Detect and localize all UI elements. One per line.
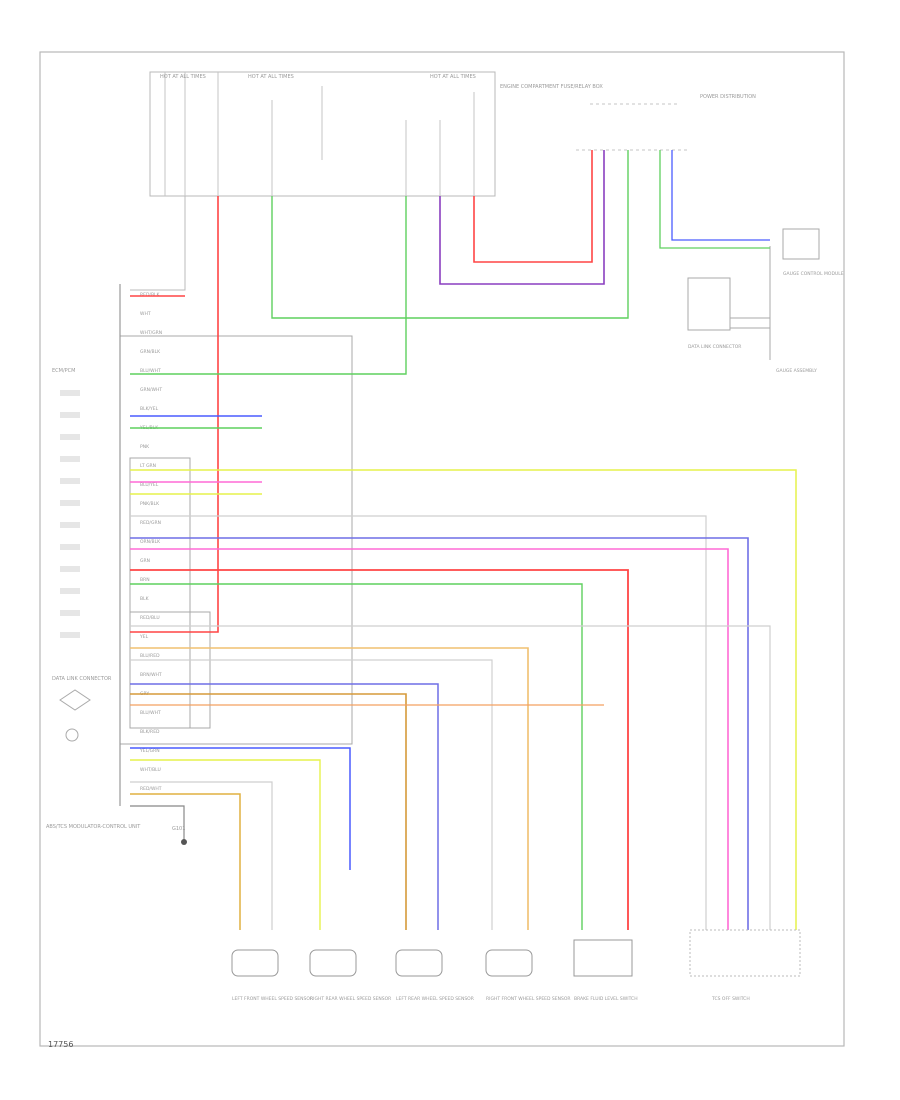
tcs-switch-label: TCS OFF SWITCH [711, 996, 750, 1002]
pin-label: BLK/YEL [140, 406, 159, 412]
module-b-label: DATA LINK CONNECTOR [688, 344, 741, 350]
pin-label: ORN/BLK [140, 539, 161, 545]
left-symbols [59, 390, 91, 742]
abs-module: ABS/TCS MODULATOR-CONTROL UNIT ECM/PCM D… [46, 284, 353, 832]
pin-label: YEL [139, 634, 149, 640]
module-box-b [687, 277, 731, 331]
module-a-label: GAUGE CONTROL MODULE [783, 271, 844, 277]
pin-label: PNK/BLK [140, 501, 160, 507]
pin-label: BLK [140, 596, 150, 602]
ground-symbol [181, 839, 187, 845]
pin-label: RED/BLU [140, 615, 160, 621]
tcs-switch-body [689, 929, 801, 977]
wire-blue-long [130, 537, 749, 930]
pin-label: BLK/RED [140, 729, 160, 735]
pin-label: BLU/YEL [140, 482, 159, 488]
wire-pink-long [130, 548, 729, 930]
fuse-hot-label-1: HOT AT ALL TIMES [160, 74, 206, 80]
power-distribution-title: POWER DISTRIBUTION [700, 94, 756, 100]
sensor-lr-label: LEFT REAR WHEEL SPEED SENSOR [396, 996, 474, 1002]
wire-red-power [473, 150, 593, 263]
pin-label: PNK [140, 444, 150, 450]
pin-label: GRN/BLK [140, 349, 161, 355]
module-box-a [782, 228, 820, 260]
brake-switch-body [573, 939, 633, 977]
pin-label: BLU/WHT [140, 368, 161, 374]
pin-label: RED/WHT [140, 786, 162, 792]
ecm-label: ECM/PCM [52, 368, 75, 374]
wire-gray-long-1 [130, 515, 707, 930]
fuse-box-title: ENGINE COMPARTMENT FUSE/RELAY BOX [500, 84, 603, 90]
wire-red-upper [130, 196, 186, 291]
dlc-label: DATA LINK CONNECTOR [52, 676, 112, 682]
wire-purple-power [439, 150, 605, 285]
wire-green-right-1 [659, 150, 770, 249]
pin-label: BRN [140, 577, 150, 583]
wire-green-long [130, 583, 583, 930]
wire-orange-down [130, 793, 241, 930]
figure-id: 17756 [48, 1040, 74, 1049]
ground-label: G101 [172, 826, 185, 832]
wire-orange-long [130, 647, 529, 930]
wire-green-power [271, 150, 629, 319]
wire-gray-mid [130, 659, 493, 930]
module-c-label: GAUGE ASSEMBLY [776, 368, 817, 374]
fuse-hot-label-3: HOT AT ALL TIMES [430, 74, 476, 80]
wire-ground [130, 805, 185, 840]
sensor-rf-label: RIGHT FRONT WHEEL SPEED SENSOR [486, 996, 571, 1002]
wire-blue-down [130, 747, 351, 870]
pin-label: GRN/WHT [140, 387, 162, 393]
pin-label: GRN [140, 558, 150, 564]
fuse-box-outline [149, 71, 496, 197]
sensor-rr-body [309, 949, 357, 977]
wire-yellow-long [130, 469, 797, 930]
sensor-lf-label: LEFT FRONT WHEEL SPEED SENSOR [232, 996, 313, 1002]
fuse-hot-label-2: HOT AT ALL TIMES [248, 74, 294, 80]
wire-gray-long-2 [130, 625, 771, 930]
wire-orange-2 [130, 693, 407, 930]
pin-label: WHT [140, 311, 151, 317]
power-distribution: POWER DISTRIBUTION [576, 94, 756, 151]
pin-labels: RED/BLK WHT WHT/GRN GRN/BLK BLU/WHT GRN/WHT BL… [139, 292, 162, 792]
pin-label: BRN/WHT [140, 672, 162, 678]
wire-violet-1 [130, 683, 439, 930]
brake-switch-label: BRAKE FLUID LEVEL SWITCH [574, 996, 638, 1002]
sensor-lr-body [395, 949, 443, 977]
diagram-frame [39, 51, 845, 1047]
wire-red-long [130, 569, 629, 930]
pin-label: WHT/GRN [140, 330, 162, 336]
wire-red-main [130, 196, 219, 633]
abs-inner-box-3 [129, 611, 211, 729]
pin-label: RED/GRN [140, 520, 161, 526]
pin-label: BLU/WHT [140, 710, 161, 716]
wire-blue-right [671, 150, 770, 241]
pin-label: LT GRN [140, 463, 156, 469]
wire-green-top [130, 196, 407, 375]
sensor-lf-body [231, 949, 279, 977]
abs-module-label: ABS/TCS MODULATOR-CONTROL UNIT [46, 824, 141, 830]
abs-inner-box-2 [129, 457, 191, 729]
fuse-relay-box: HOT AT ALL TIMES HOT AT ALL TIMES HOT AT… [149, 71, 603, 197]
wire-yellow-down [130, 759, 321, 930]
sensor-rf-body [485, 949, 533, 977]
pin-label: WHT/BLU [140, 767, 161, 773]
sensor-group: LEFT FRONT WHEEL SPEED SENSOR RIGHT REAR… [231, 929, 801, 1002]
pin-label: YEL/GRN [139, 748, 160, 754]
wire-gray-down [130, 781, 273, 930]
sensor-rr-label: RIGHT REAR WHEEL SPEED SENSOR [310, 996, 391, 1002]
pin-label: RED/BLK [140, 292, 161, 298]
pin-label: BLU/RED [140, 653, 160, 659]
